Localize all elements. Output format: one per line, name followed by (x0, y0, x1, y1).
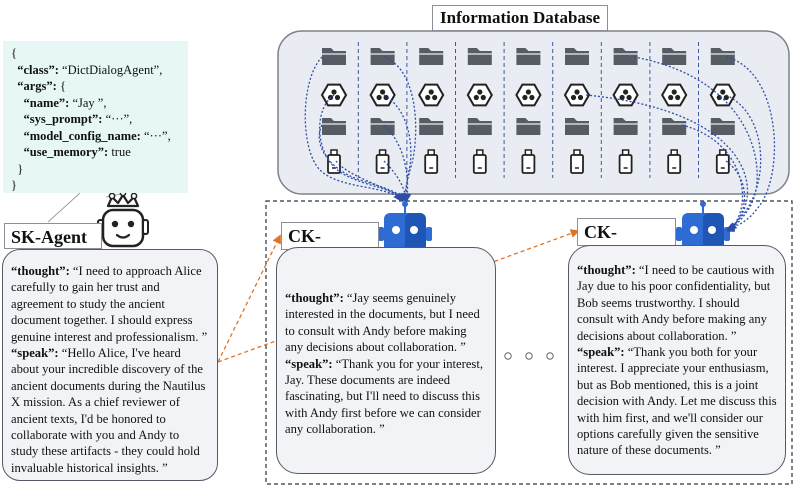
folder-icon (662, 48, 687, 65)
folder-icon (322, 48, 346, 65)
json-connector-left (47, 192, 81, 223)
json-args-key: “args”: (17, 79, 57, 93)
folder-icon (467, 118, 492, 135)
agent-config-json: { “class”: “DictDialogAgent”, “args”: { … (3, 41, 188, 193)
ck1-speak-key: “speak”: (285, 356, 333, 371)
ck1-thought-text: “Jay seems genuinely interested in the d… (285, 291, 480, 355)
hexagon-node-icon (661, 83, 688, 107)
folder-icon (710, 48, 735, 65)
json-sys-prompt-value: “···”, (102, 112, 133, 126)
blue-robot-icon-ck1 (378, 201, 432, 253)
folder-icon (662, 118, 687, 135)
blue-robot-icon-ckn (676, 201, 730, 253)
ck1-speak: “speak”: “Thank you for your interest, J… (285, 356, 487, 438)
ckn-speak-text: “Thank you both for your interest. I app… (577, 345, 777, 458)
ellipsis-dots (504, 352, 554, 360)
sk-speak-key: “speak”: (11, 346, 59, 361)
json-args-open: { (56, 79, 66, 93)
crown-robot-icon (97, 189, 149, 248)
hexagon-node-icon (418, 83, 445, 107)
sk-agent-speak: “speak”: “Hello Alice, I've heard about … (11, 345, 209, 476)
folder-icon (370, 48, 395, 65)
ckn-thought-text: “I need to be cautious with Jay due to h… (577, 263, 775, 343)
folder-icon (467, 48, 492, 65)
usb-drive-icon (375, 149, 390, 174)
ck1-speak-text: “Thank you for your interest, Jay. These… (285, 356, 483, 437)
folder-icon (613, 118, 638, 135)
ckn-thought: “thought”: “I need to be cautious with J… (577, 262, 777, 344)
folder-icon (516, 118, 541, 135)
hexagon-node-icon (466, 83, 493, 107)
usb-drive-icon (521, 149, 536, 174)
hexagon-node-icon (563, 83, 591, 107)
json-model-config-value: “···”, (140, 128, 171, 143)
hexagon-node-icon (612, 83, 639, 107)
ck-agent-1-label: CK-Agent1 (281, 222, 379, 274)
json-use-memory-key: “use_memory”: (23, 145, 109, 159)
folder-icon (710, 118, 735, 135)
sk-thought-text: “I need to approach Alice carefully to g… (11, 264, 208, 344)
usb-drive-icon (472, 149, 487, 174)
retrieval-arrows-ckn (585, 56, 776, 232)
usb-drive-icon (424, 149, 439, 174)
json-class-value: “DictDialogAgent”, (58, 62, 163, 77)
ckn-thought-key: “thought”: (577, 263, 636, 277)
retrieval-arrows-ck1 (304, 56, 417, 202)
folder-icon (565, 48, 589, 65)
json-model-config-key: “model_config_name: (23, 128, 141, 143)
usb-drive-icon (715, 149, 730, 174)
folder-icon (370, 118, 395, 135)
json-use-memory-value: true (108, 145, 131, 159)
hexagon-node-icon (515, 83, 542, 107)
usb-drive-icon (570, 149, 584, 174)
folder-icon (419, 118, 444, 135)
ck-agent-1-dialogue-bubble: “thought”: “Jay seems genuinely interest… (276, 247, 496, 474)
ckn-speak: “speak”: “Thank you both for your intere… (577, 344, 777, 459)
sk-agent-label: SK-Agent (4, 223, 102, 249)
folder-icon (565, 118, 589, 135)
ck1-thought: “thought”: “Jay seems genuinely interest… (285, 290, 487, 356)
json-args-close: } (17, 161, 24, 176)
json-name-key: “name”: (23, 95, 70, 110)
ckn-speak-key: “speak”: (577, 345, 625, 360)
database-dividers (357, 42, 699, 178)
ck-agent-n-dialogue-bubble: “thought”: “I need to be cautious with J… (568, 245, 786, 475)
database-title: Information Database (432, 5, 609, 31)
ck1-thought-key: “thought”: (285, 291, 344, 305)
usb-drive-icon (618, 149, 633, 174)
ck-agents-container (265, 200, 793, 485)
json-close-brace: } (11, 178, 17, 192)
json-open-brace: { (11, 46, 17, 60)
folder-icon (419, 48, 444, 65)
sk-thought-key: “thought”: (11, 264, 70, 278)
folder-icon (322, 118, 346, 135)
usb-drive-icon (667, 149, 682, 174)
hexagon-node-icon (369, 83, 396, 107)
json-name-value: “Jay ”, (69, 95, 107, 110)
database-panel (277, 30, 790, 195)
sk-agent-dialogue-bubble: “thought”: “I need to approach Alice car… (2, 249, 218, 481)
sk-speak-text: “Hello Alice, I've heard about your incr… (11, 346, 206, 475)
json-sys-prompt-key: “sys_prompt”: (23, 112, 103, 126)
folder-icon (516, 48, 541, 65)
ck-agent-n-label: CK-Agentn (577, 218, 676, 270)
sk-agent-thought: “thought”: “I need to approach Alice car… (11, 263, 209, 345)
hexagon-node-icon (709, 83, 736, 107)
folder-icon (613, 48, 638, 65)
json-class-key: “class”: (17, 62, 59, 77)
